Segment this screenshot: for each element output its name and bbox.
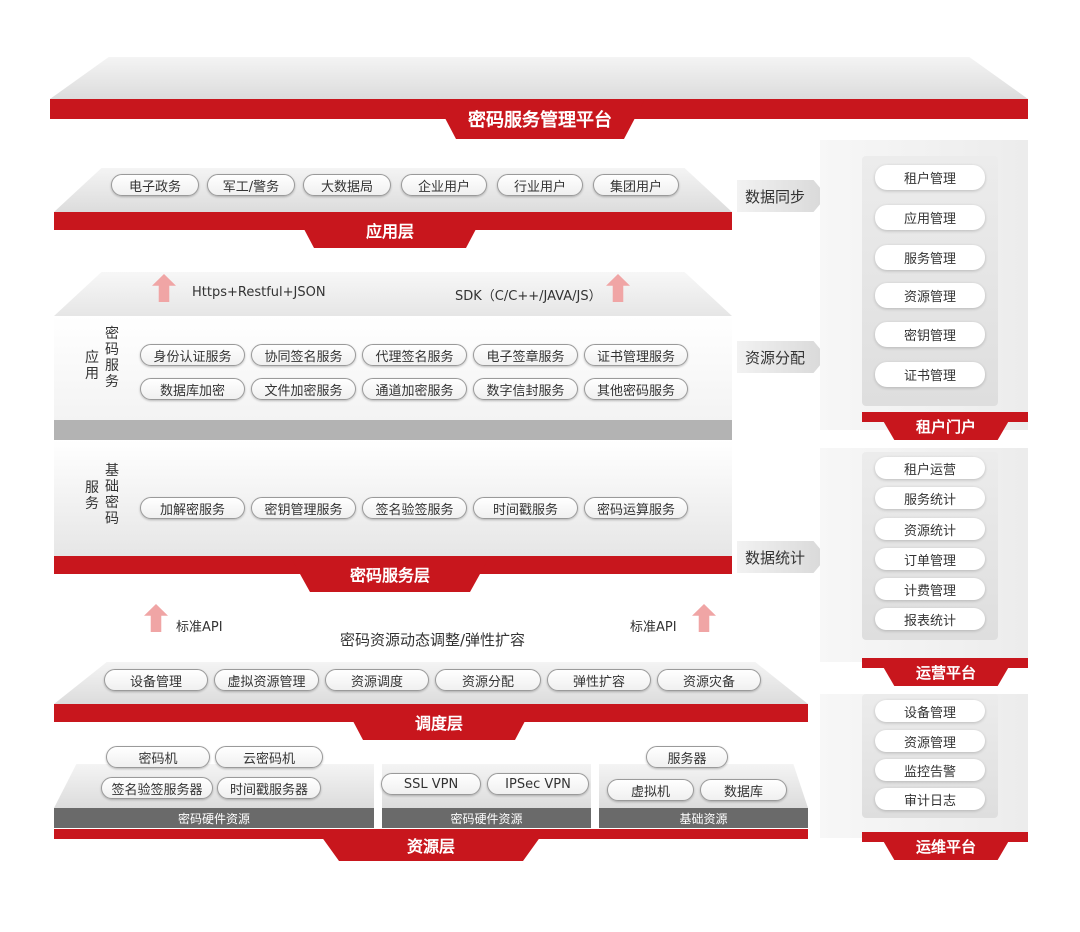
app-crypto-service: 证书管理服务: [584, 344, 688, 366]
maint-platform-item: 设备管理: [875, 700, 985, 722]
app-crypto-service: 文件加密服务: [251, 378, 356, 400]
app-crypto-service: 协同签名服务: [251, 344, 356, 366]
resource-item: IPSec VPN: [487, 773, 589, 795]
resource-item: 云密码机: [215, 746, 323, 768]
schedule-item: 设备管理: [104, 669, 208, 691]
maint-platform-item: 审计日志: [875, 788, 985, 810]
app-crypto-service: 代理签名服务: [362, 344, 467, 366]
schedule-item: 资源调度: [325, 669, 429, 691]
basic-crypto-title-a: 基础密码: [105, 463, 119, 527]
top-platform-label: 密码服务管理平台: [435, 99, 645, 139]
basic-crypto-service: 时间戳服务: [473, 497, 578, 519]
resource-group-1-footer: 密码硬件资源: [54, 808, 374, 828]
basic-crypto-service: 签名验签服务: [362, 497, 467, 519]
app-user-item: 大数据局: [303, 174, 391, 196]
app-crypto-service: 数字信封服务: [473, 378, 578, 400]
protocol-right: SDK（C/C++/JAVA/JS）: [455, 289, 602, 304]
ops-platform-item: 报表统计: [875, 608, 985, 630]
app-layer-label: 应用层: [295, 212, 485, 248]
app-crypto-service: 数据库加密: [140, 378, 245, 400]
basic-crypto-title-b: 服务: [85, 480, 99, 512]
service-layer-divider: [54, 420, 732, 440]
app-user-item: 军工/警务: [207, 174, 295, 196]
tenant-portal-item: 证书管理: [875, 362, 985, 387]
resource-item: 密码机: [106, 746, 210, 768]
maint-platform-item: 资源管理: [875, 730, 985, 752]
up-arrow-icon: [692, 604, 716, 632]
app-user-item: 集团用户: [593, 174, 679, 196]
tenant-portal-item: 密钥管理: [875, 322, 985, 347]
api-right: 标准API: [630, 620, 677, 635]
app-user-item: 电子政务: [111, 174, 199, 196]
resource-layer-label: 资源层: [316, 829, 546, 861]
app-crypto-title-b: 密码服务: [105, 326, 119, 390]
resource-item: 服务器: [646, 746, 728, 768]
tenant-portal-item: 服务管理: [875, 245, 985, 270]
resource-item: 签名验签服务器: [101, 777, 213, 799]
app-crypto-service: 通道加密服务: [362, 378, 467, 400]
service-layer-roof: [54, 272, 732, 316]
service-layer-label: 密码服务层: [290, 556, 490, 592]
api-left: 标准API: [176, 620, 223, 635]
ops-platform-item: 租户运营: [875, 457, 985, 479]
schedule-item: 资源分配: [435, 669, 541, 691]
app-crypto-title-a: 应用: [85, 350, 99, 382]
resource-item: SSL VPN: [381, 773, 481, 795]
schedule-item: 虚拟资源管理: [214, 669, 319, 691]
ops-platform-item: 服务统计: [875, 487, 985, 509]
ops-platform-item: 计费管理: [875, 578, 985, 600]
app-user-item: 企业用户: [401, 174, 487, 196]
resource-item: 数据库: [700, 779, 787, 801]
arrow-data-sync: 数据同步: [737, 180, 827, 212]
tenant-portal-label: 租户门户: [878, 412, 1014, 440]
center-text: 密码资源动态调整/弹性扩容: [340, 631, 526, 649]
arrow-data-statistics: 数据统计: [737, 541, 827, 573]
tenant-portal-item: 资源管理: [875, 283, 985, 308]
app-crypto-service: 身份认证服务: [140, 344, 245, 366]
tenant-portal-item: 租户管理: [875, 165, 985, 190]
maint-platform-item: 监控告警: [875, 759, 985, 781]
protocol-left: Https+Restful+JSON: [192, 285, 326, 300]
resource-group-2-footer: 密码硬件资源: [382, 808, 591, 828]
resource-item: 时间戳服务器: [217, 777, 321, 799]
up-arrow-icon: [144, 604, 168, 632]
service-layer-body: [54, 316, 732, 420]
top-platform-roof: [50, 57, 1028, 99]
tenant-portal-item: 应用管理: [875, 205, 985, 230]
schedule-layer-label: 调度层: [344, 704, 534, 740]
schedule-item: 资源灾备: [657, 669, 761, 691]
schedule-item: 弹性扩容: [547, 669, 651, 691]
ops-platform-item: 订单管理: [875, 548, 985, 570]
app-crypto-service: 电子签章服务: [473, 344, 578, 366]
basic-crypto-service: 密码运算服务: [584, 497, 688, 519]
basic-crypto-service: 密钥管理服务: [251, 497, 356, 519]
arrow-resource-allocation: 资源分配: [737, 341, 827, 373]
resource-item: 虚拟机: [607, 779, 694, 801]
app-user-item: 行业用户: [497, 174, 583, 196]
app-crypto-service: 其他密码服务: [584, 378, 688, 400]
maint-platform-label: 运维平台: [878, 832, 1014, 860]
ops-platform-label: 运营平台: [878, 658, 1014, 686]
resource-group-3-footer: 基础资源: [599, 808, 808, 828]
ops-platform-item: 资源统计: [875, 518, 985, 540]
basic-crypto-service: 加解密服务: [140, 497, 245, 519]
